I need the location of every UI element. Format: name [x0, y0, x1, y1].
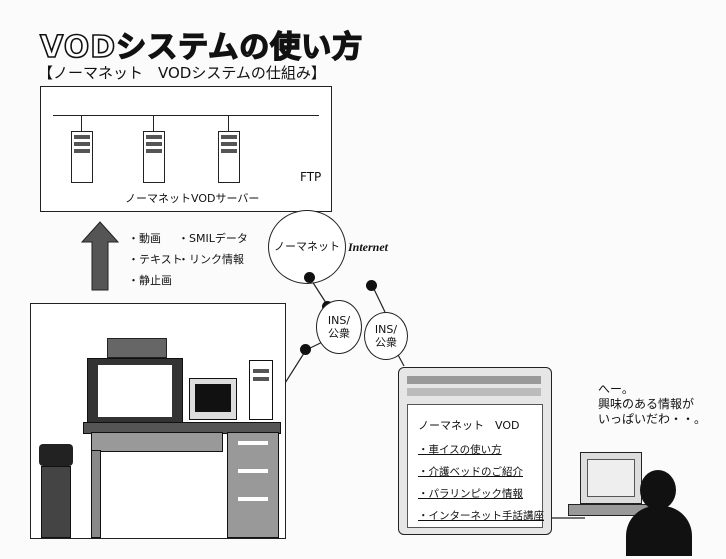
upload-arrow-icon [80, 221, 120, 291]
upload-item-video: ・動画 [128, 232, 161, 245]
server-tower-icon [218, 131, 240, 183]
pc-monitor-icon [189, 378, 237, 420]
user-body-icon [626, 506, 692, 556]
desk-drawer [91, 432, 223, 452]
ftp-label: FTP [300, 170, 322, 184]
desk-leg [91, 450, 101, 538]
network-cloud: ノーマネット [268, 210, 346, 284]
camera-stand [41, 466, 71, 538]
ins-node-right: INS/ 公衆 [364, 312, 408, 360]
link-sign-language[interactable]: ・インターネット手話講座 [418, 510, 544, 522]
speech-line-1: へー。 [598, 382, 634, 396]
speech-line-3: いっぱいだわ・・。 [598, 412, 707, 426]
link-paralympic[interactable]: ・パラリンピック情報 [418, 488, 523, 500]
diagram-title: VODシステムの使い方 [39, 29, 364, 66]
browser-heading: ノーマネット VOD [418, 419, 520, 432]
upload-item-image: ・静止画 [128, 274, 172, 287]
user-monitor-icon [580, 452, 642, 504]
workstation-box [30, 303, 286, 539]
upload-item-link: ・リンク情報 [178, 253, 244, 266]
connection-node [300, 344, 311, 355]
server-connector-1 [81, 115, 82, 133]
browser-content: ノーマネット VOD ・車イスの使い方 ・介護ベッドのご紹介 ・パラリンピック情… [407, 404, 544, 528]
speech-bubble: へー。 興味のある情報が いっぱいだわ・・。 [598, 382, 706, 427]
upload-item-text: ・テキスト [128, 253, 183, 266]
vcr-icon [107, 338, 167, 358]
diagram-subtitle: 【ノーマネット VODシステムの仕組み】 [38, 64, 326, 82]
server-bus-line [53, 115, 319, 116]
server-connector-3 [228, 115, 229, 133]
server-tower-icon [143, 131, 165, 183]
user-head-icon [640, 470, 676, 510]
browser-toolbar [407, 376, 541, 384]
connection-node [304, 272, 315, 283]
link-care-bed[interactable]: ・介護ベッドのご紹介 [418, 466, 523, 478]
speech-line-2: 興味のある情報が [598, 397, 695, 411]
browser-window: ノーマネット VOD ・車イスの使い方 ・介護ベッドのご紹介 ・パラリンピック情… [398, 367, 552, 535]
upload-item-smil: ・SMILデータ [178, 232, 248, 245]
cloud-label: ノーマネット [274, 240, 340, 254]
video-camera-icon [39, 444, 73, 466]
server-room-box: ノーマネットVODサーバー [40, 86, 332, 212]
link-wheelchair[interactable]: ・車イスの使い方 [418, 444, 502, 456]
connection-node [366, 280, 377, 291]
ins-node-left: INS/ 公衆 [316, 300, 362, 354]
server-label: ノーマネットVODサーバー [125, 192, 260, 205]
pc-tower-icon [249, 360, 273, 420]
tv-icon [87, 358, 183, 424]
desk-cabinet [227, 432, 279, 538]
server-connector-2 [153, 115, 154, 133]
server-tower-icon [71, 131, 93, 183]
internet-label: Internet [348, 240, 389, 254]
browser-address-bar [407, 388, 541, 396]
